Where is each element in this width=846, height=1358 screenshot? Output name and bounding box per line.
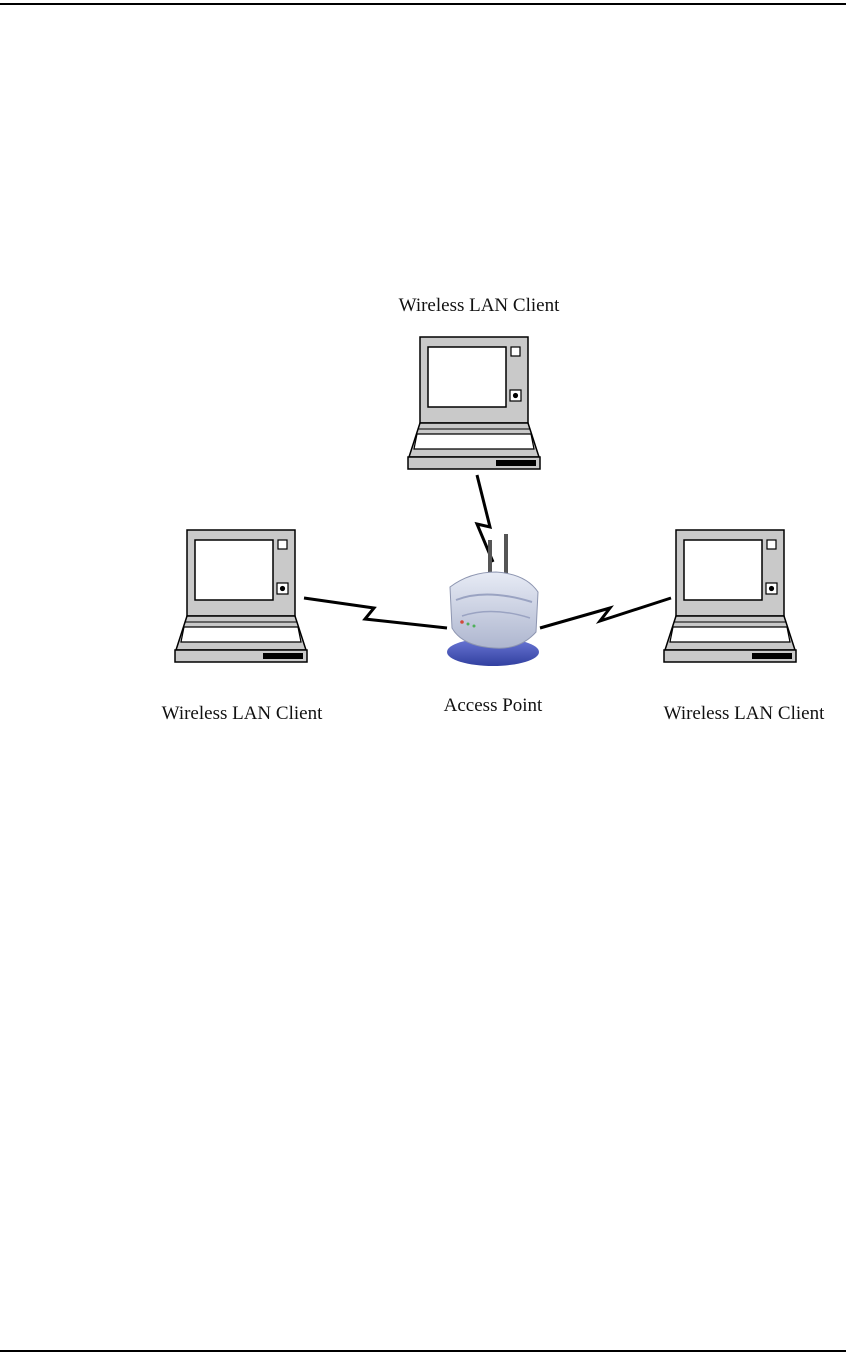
left-client-laptop-icon [175,530,307,662]
page-bottom-rule [0,1350,846,1352]
top-client-laptop-icon [408,337,540,469]
right-client-label: Wireless LAN Client [664,704,825,723]
access-point-router-icon [447,534,539,666]
link-right-client-to-access-point [540,598,671,628]
access-point-label: Access Point [444,696,543,715]
left-client-label: Wireless LAN Client [162,704,323,723]
top-client-label: Wireless LAN Client [399,296,560,315]
right-client-laptop-icon [664,530,796,662]
link-left-client-to-access-point [304,598,447,628]
